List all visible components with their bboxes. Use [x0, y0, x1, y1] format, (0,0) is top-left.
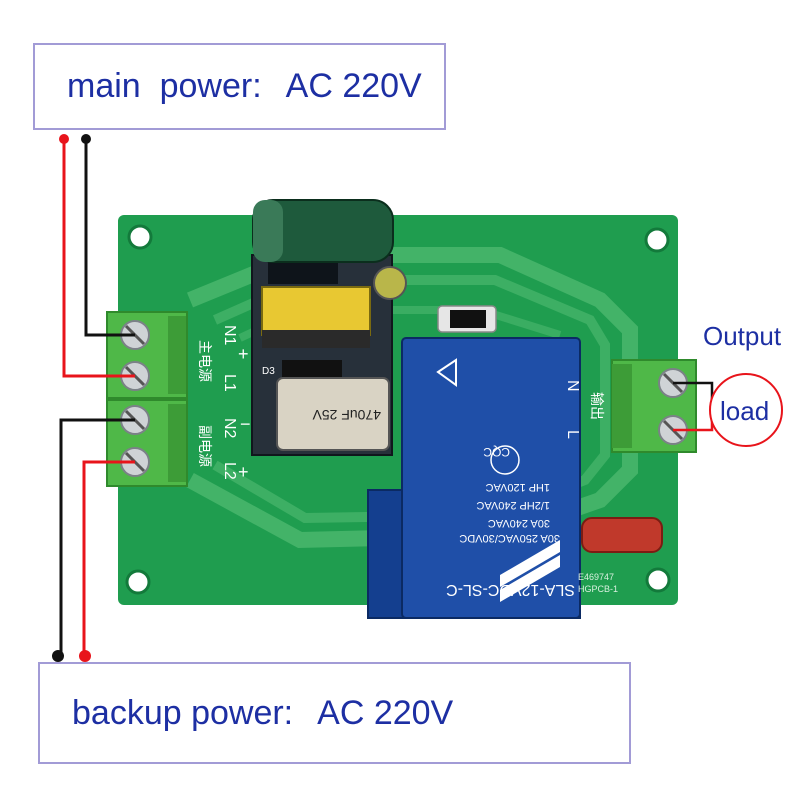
diode — [437, 305, 497, 333]
wire-black — [84, 138, 135, 337]
capacitor-rating: 470uF 25V — [312, 407, 381, 423]
relay-cert: CQC — [483, 445, 510, 459]
load-bubble — [709, 373, 783, 447]
label-l: L — [564, 430, 581, 439]
main-power-value: AC 220V — [285, 67, 422, 105]
relay-rating-1: 30A 250VAC/30VDC — [459, 532, 560, 544]
label-out-cn: 输出 — [589, 392, 605, 420]
electrolytic-capacitor — [252, 199, 394, 263]
wire-end-red — [79, 650, 91, 662]
plus-sign: + — [238, 344, 249, 364]
pcb-code-1: E469747 — [578, 572, 614, 582]
backup-terminal-block — [106, 399, 188, 487]
small-capacitor — [373, 266, 407, 300]
warning-triangle-icon — [436, 358, 457, 387]
backup-power-wires — [52, 418, 135, 662]
main-power-wires — [59, 134, 135, 378]
label-main-cn: 主电源 — [197, 340, 213, 382]
mount-hole — [125, 569, 151, 595]
relay-rating-3: 1/2HP 240VAC — [476, 499, 550, 511]
cert-mark — [490, 445, 520, 475]
mount-hole — [645, 567, 671, 593]
output-terminal-block — [611, 359, 697, 453]
relay-rating-4: 30A 240VAC — [488, 517, 550, 529]
wire-red — [62, 138, 135, 378]
backup-power-label: backup power: — [72, 693, 294, 732]
mount-hole — [127, 224, 153, 250]
main-power-box: main power: AC 220V — [33, 43, 446, 130]
songle-logo-icon — [500, 540, 560, 602]
wire-end-black — [81, 134, 91, 144]
relay: 30A 240VAC 1/2HP 240VAC 1HP 120VAC CQC 3… — [367, 337, 581, 632]
label-n2: N2 — [221, 418, 238, 439]
load-label: load — [720, 396, 769, 426]
mount-hole — [644, 227, 670, 253]
film-capacitor — [581, 517, 663, 553]
wire-black — [673, 381, 714, 400]
backup-power-value: AC 220V — [317, 693, 454, 732]
relay-brand: SONGLE — [480, 617, 535, 632]
d3-label: D3 — [262, 366, 275, 377]
wire-end-black — [52, 650, 64, 662]
wire-black — [59, 418, 135, 655]
label-l1: L1 — [221, 374, 238, 392]
wire-red — [82, 460, 135, 655]
plus-sign: + — [238, 462, 249, 482]
output-label: Output — [703, 321, 782, 351]
backup-power-box: backup power: AC 220V — [38, 662, 631, 764]
label-backup-cn: 副电源 — [197, 425, 213, 467]
relay-rating-2: 1HP 120VAC — [486, 481, 550, 493]
main-terminal-block — [106, 311, 188, 399]
minus-sign: − — [240, 414, 251, 434]
pcb-code-2: HGPCB-1 — [578, 584, 618, 594]
label-n1: N1 — [221, 325, 238, 346]
wire-end-red — [59, 134, 69, 144]
label-l2: L2 — [221, 462, 238, 480]
main-power-label: main power: — [67, 67, 262, 105]
label-n: N — [564, 380, 581, 392]
power-module: 470uF 25V D3 — [251, 254, 407, 456]
